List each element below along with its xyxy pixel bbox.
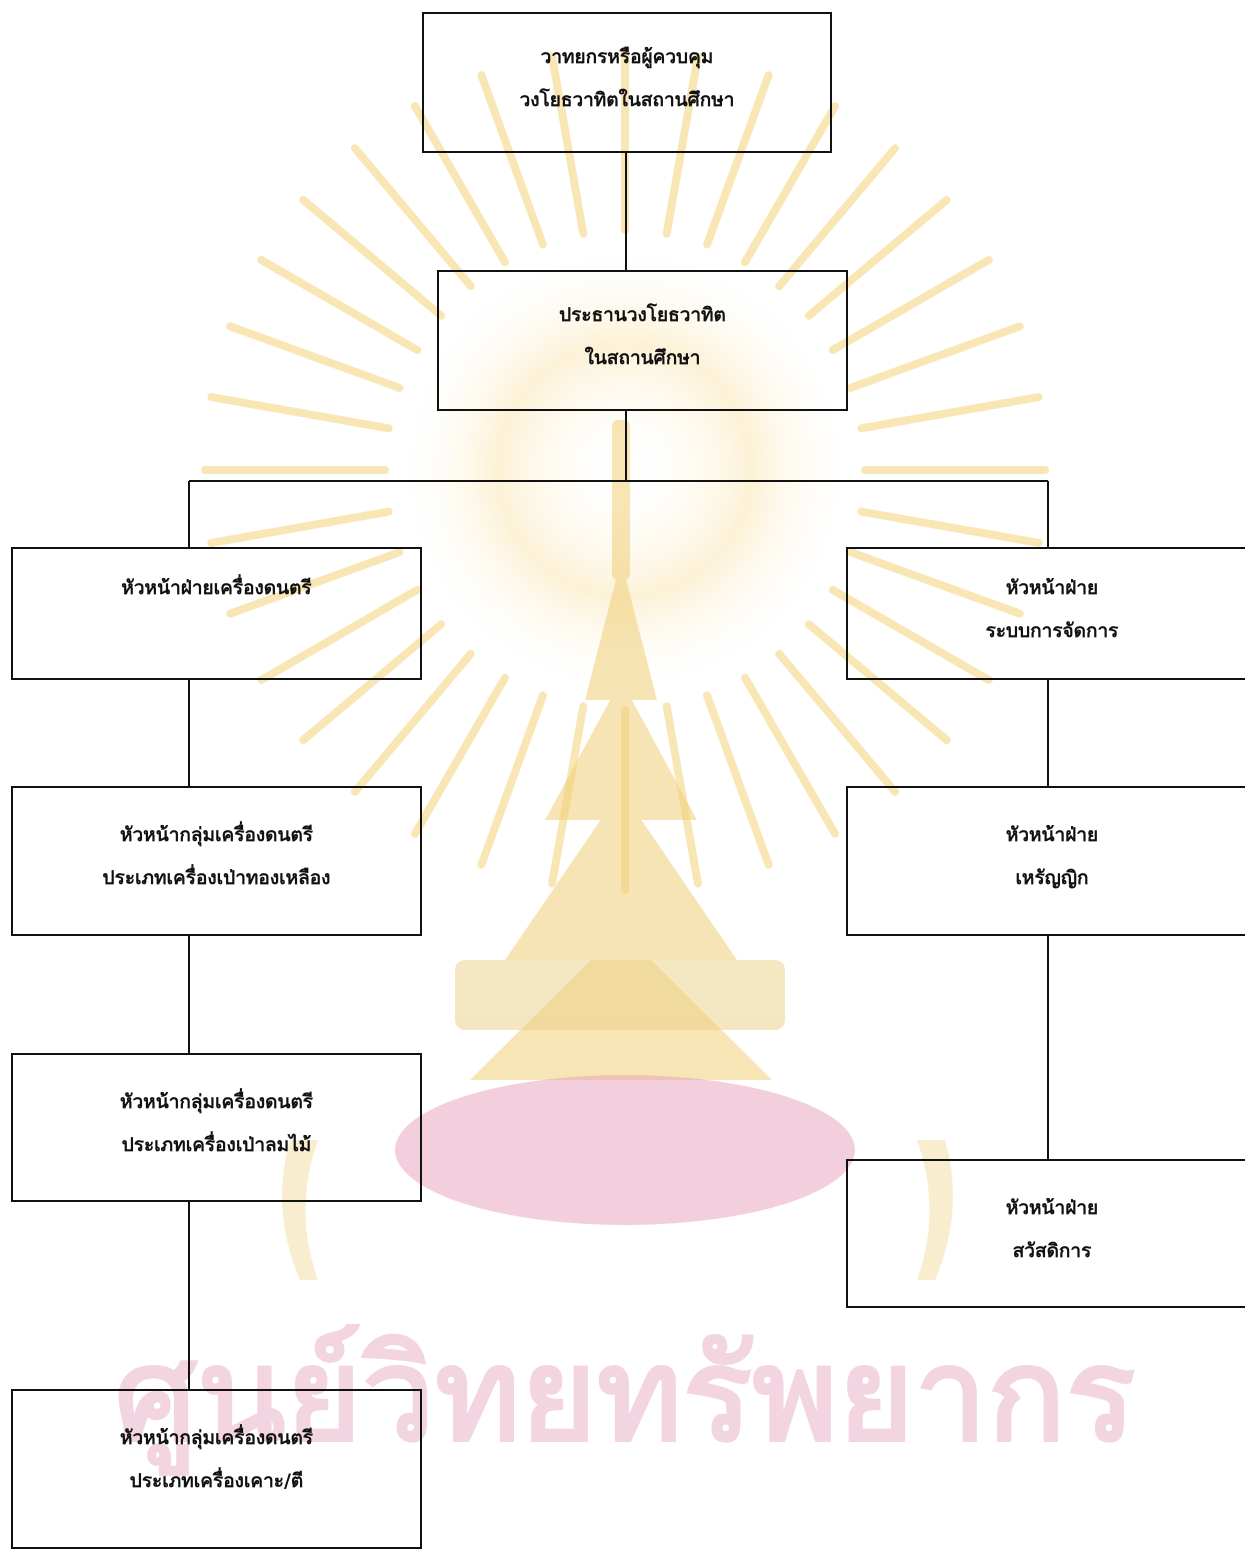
emblem-ray	[207, 393, 393, 433]
conductor-box-line2: วงโยธวาทิตในสถานศึกษา	[519, 89, 735, 111]
emblem-base	[395, 960, 855, 1225]
management-dept-head-box-line1: หัวหน้าฝ่าย	[1005, 577, 1099, 599]
emblem-ray	[828, 256, 993, 354]
percussion-section-head-box-line1: หัวหน้ากลุ่มเครื่องดนตรี	[119, 1427, 313, 1449]
emblem-rays	[201, 46, 1049, 894]
emblem-ray	[857, 393, 1043, 433]
percussion-section-head-box-line2: ประเภทเครื่องเคาะ/ตี	[129, 1470, 304, 1492]
emblem-ray	[477, 71, 547, 249]
emblem-ray	[411, 673, 509, 838]
welfare-head-box-line2: สวัสดิการ	[1012, 1240, 1092, 1262]
emblem-ray	[351, 144, 475, 291]
emblem-ray	[775, 144, 899, 291]
treasurer-head-box-line2: เหรัญญิก	[1015, 867, 1089, 889]
woodwind-section-head-box: หัวหน้ากลุ่มเครื่องดนตรี ประเภทเครื่องเป…	[11, 1053, 422, 1202]
emblem-ray	[207, 507, 393, 547]
band-president-box-line1: ประธานวงโยธวาทิต	[559, 304, 726, 326]
band-president-box-line2: ในสถานศึกษา	[584, 347, 701, 369]
instrument-dept-head-box: หัวหน้าฝ่ายเครื่องดนตรี	[11, 547, 422, 680]
brass-section-head-box-line1: หัวหน้ากลุ่มเครื่องดนตรี	[119, 824, 313, 846]
brass-section-head-box: หัวหน้ากลุ่มเครื่องดนตรี ประเภทเครื่องเป…	[11, 786, 422, 936]
welfare-head-box: หัวหน้าฝ่าย สวัสดิการ	[846, 1159, 1245, 1308]
conductor-box: วาทยกรหรือผู้ควบคุม วงโยธวาทิตในสถานศึกษ…	[422, 12, 832, 153]
emblem-tassels	[282, 1140, 953, 1280]
band-president-box: ประธานวงโยธวาทิต ในสถานศึกษา	[437, 270, 848, 411]
emblem-ray	[257, 586, 422, 684]
emblem-ray	[804, 196, 951, 320]
emblem-ray	[828, 586, 993, 684]
watermark-text: ศูนย์วิทยทรัพยากร	[114, 1319, 1135, 1477]
percussion-section-head-box: หัวหน้ากลุ่มเครื่องดนตรี ประเภทเครื่องเค…	[11, 1389, 422, 1549]
emblem-ray	[226, 548, 404, 618]
emblem-ray	[477, 691, 547, 869]
emblem-ray	[703, 691, 773, 869]
emblem-ray	[846, 548, 1024, 618]
emblem-ray	[411, 102, 509, 267]
emblem-ray	[226, 322, 404, 392]
brass-section-head-box-line2: ประเภทเครื่องเป่าทองเหลือง	[102, 867, 331, 889]
emblem-ray	[662, 52, 702, 238]
conductor-box-line1: วาทยกรหรือผู้ควบคุม	[540, 46, 714, 68]
emblem-spire	[470, 420, 772, 1080]
treasurer-head-box-line1: หัวหน้าฝ่าย	[1005, 824, 1099, 846]
welfare-head-box-line1: หัวหน้าฝ่าย	[1005, 1197, 1099, 1219]
emblem-ray	[299, 620, 446, 744]
treasurer-head-box: หัวหน้าฝ่าย เหรัญญิก	[846, 786, 1245, 936]
emblem-ray	[741, 673, 839, 838]
emblem-ray	[257, 256, 422, 354]
emblem-ray	[548, 52, 588, 238]
emblem-ray	[299, 196, 446, 320]
woodwind-section-head-box-line1: หัวหน้ากลุ่มเครื่องดนตรี	[119, 1091, 313, 1113]
instrument-dept-head-box-line1: หัวหน้าฝ่ายเครื่องดนตรี	[121, 577, 312, 599]
woodwind-section-head-box-line2: ประเภทเครื่องเป่าลมไม้	[121, 1134, 312, 1156]
emblem-ray	[846, 322, 1024, 392]
emblem-ray	[857, 507, 1043, 547]
emblem-ray	[804, 620, 951, 744]
management-dept-head-box-line2: ระบบการจัดการ	[985, 620, 1119, 642]
emblem-ray	[741, 102, 839, 267]
management-dept-head-box: หัวหน้าฝ่าย ระบบการจัดการ	[846, 547, 1245, 680]
emblem-ray	[775, 649, 899, 796]
emblem-ray	[703, 71, 773, 249]
emblem-ray	[351, 649, 475, 796]
